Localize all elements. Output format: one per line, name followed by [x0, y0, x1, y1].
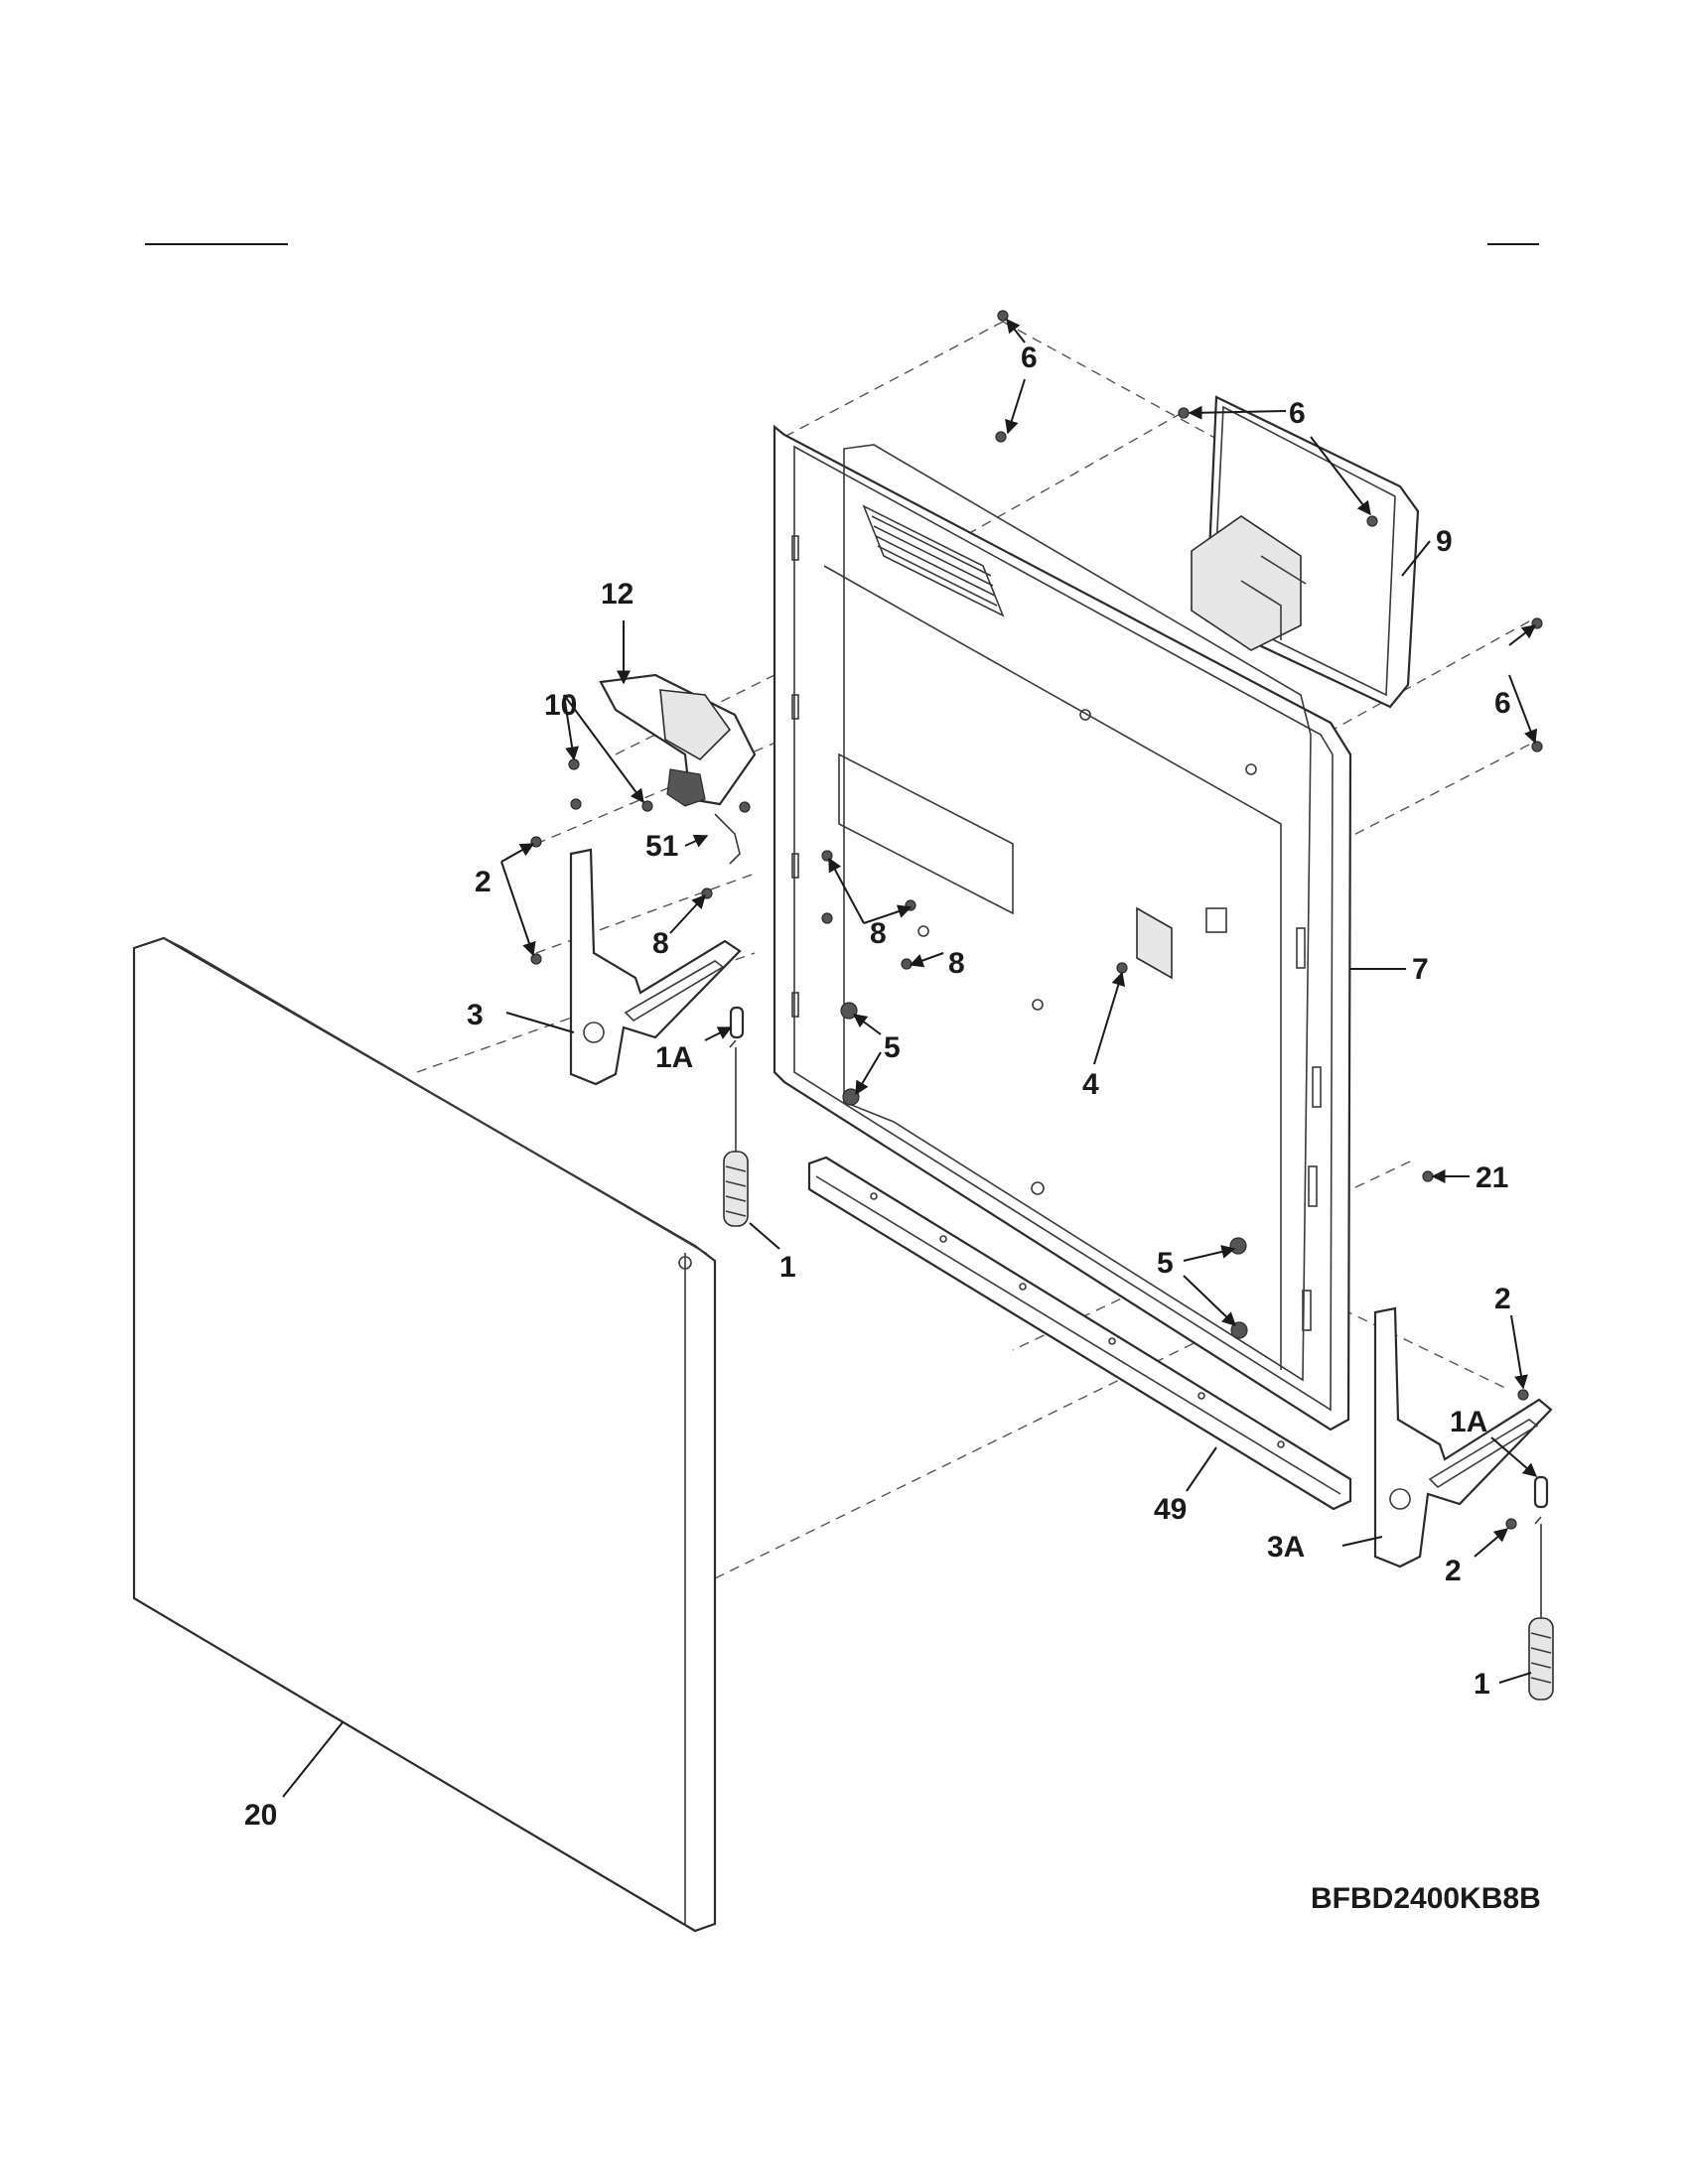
callout-label: 49: [1154, 1493, 1187, 1526]
left-hinge-link: [729, 1006, 745, 1039]
model-number: BFBD2400KB8B: [1311, 1882, 1541, 1915]
bottom-trim-strip: [807, 1156, 1352, 1511]
callout-label: 10: [544, 689, 577, 722]
callout-label: 6: [1289, 397, 1306, 430]
callout-labels: 6 6 9 6 12 10 51 2 8 8 8 7 3 4 1A 5 21 5…: [244, 341, 1511, 1832]
callout-label: 1: [779, 1251, 796, 1284]
callout-label: 2: [1445, 1555, 1462, 1587]
callout-label: 2: [1494, 1283, 1511, 1315]
callout-label: 3A: [1267, 1531, 1305, 1564]
callout-label: 1A: [1450, 1406, 1487, 1438]
callout-label: 21: [1476, 1161, 1508, 1194]
left-door-spring: [723, 1039, 749, 1227]
right-hinge-bracket: [1373, 1306, 1553, 1569]
callout-label: 12: [601, 578, 633, 611]
right-door-spring: [1528, 1516, 1554, 1701]
callout-label: 8: [948, 947, 965, 980]
leader-lines: [282, 318, 1538, 1798]
callout-label: 20: [244, 1799, 277, 1832]
callout-label: 8: [652, 927, 669, 960]
callout-label: 8: [870, 917, 887, 950]
callout-label: 4: [1082, 1068, 1099, 1101]
callout-label: 5: [884, 1031, 901, 1064]
callout-label: 51: [645, 830, 678, 863]
callout-label: 1A: [655, 1041, 693, 1074]
left-hinge-bracket: [569, 848, 742, 1086]
callout-label: 3: [467, 999, 484, 1031]
callout-label: 6: [1021, 341, 1038, 374]
door-latch: [599, 673, 757, 807]
callout-label: 7: [1412, 953, 1429, 986]
callout-label: 5: [1157, 1247, 1174, 1280]
callout-label: 1: [1474, 1668, 1490, 1701]
callout-label: 2: [475, 866, 492, 898]
callout-label: 9: [1436, 525, 1453, 558]
callout-label: 6: [1494, 687, 1511, 720]
right-hinge-link: [1533, 1475, 1549, 1509]
outer-door-panel: [132, 936, 717, 1933]
control-module: [1191, 395, 1420, 709]
